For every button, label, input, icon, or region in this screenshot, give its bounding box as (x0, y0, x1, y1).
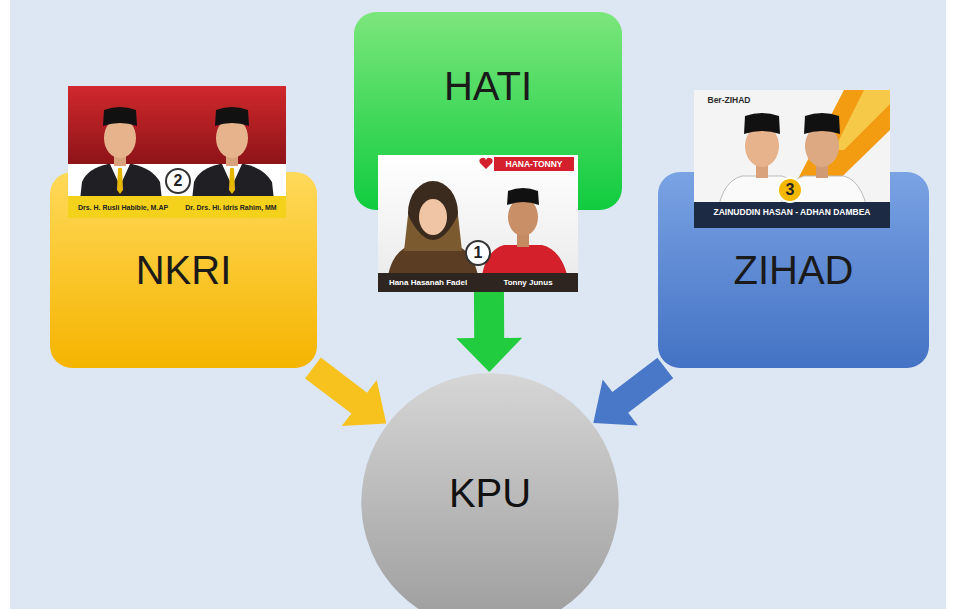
campaign-logo: HANA-TONNY (494, 157, 574, 171)
coalition-box: Ber-ZIHAD3ZAINUDDIN HASAN - ADHAN DAMBEA… (658, 172, 929, 368)
illustration-shape (103, 107, 137, 126)
illustration-shape (507, 188, 539, 205)
illustration-shape (744, 113, 780, 134)
coalition-box: 1HANA-TONNYHana Hasanah FadelTonny Junus… (354, 12, 622, 210)
candidate-photo-frame: 1 HANA-TONNY Hana Hasanah Fadel Tonny Junus (378, 155, 578, 292)
illustration-shape (378, 155, 578, 292)
illustration-shape (68, 86, 286, 164)
candidate-name: Tonny Junus (480, 275, 576, 290)
flow-arrow (593, 358, 673, 426)
candidate-name: ZAINUDDIN HASAN - ADHAN DAMBEA (696, 204, 888, 220)
illustration-shape (694, 202, 890, 228)
candidate-photo-frame: 2Drs. H. Rusli Habibie, M.APDr. Drs. Hi.… (68, 86, 286, 218)
illustration-shape (68, 196, 286, 218)
node-label: HATI (354, 63, 622, 109)
illustration-shape (166, 169, 190, 193)
callout-number: 3 (778, 178, 802, 202)
candidate-name: Hana Hasanah Fadel (380, 275, 476, 290)
candidate-name: Dr. Drs. Hi. Idris Rahim, MM (178, 198, 284, 216)
illustration-shape (834, 90, 890, 150)
coalition-box: 2Drs. H. Rusli Habibie, M.APDr. Drs. Hi.… (50, 172, 317, 368)
node-label: KPU (360, 470, 620, 516)
illustration-shape (466, 241, 490, 265)
candidate-name: Drs. H. Rusli Habibie, M.AP (70, 198, 176, 216)
illustration-shape (117, 168, 123, 194)
illustration-shape (778, 178, 802, 202)
illustration-shape (479, 158, 492, 169)
candidate-photo (68, 86, 286, 218)
illustration-shape (804, 113, 840, 134)
node-label: NKRI (50, 247, 317, 293)
illustration-shape (419, 199, 447, 235)
illustration-shape (229, 168, 235, 194)
election-commission-circle: KPU (360, 372, 620, 609)
illustration-shape (378, 273, 578, 292)
callout-number: 1 (466, 241, 490, 265)
callout-number: 2 (166, 169, 190, 193)
candidate-photo-frame: Ber-ZIHAD 3ZAINUDDIN HASAN - ADHAN DAMBEA (694, 90, 890, 228)
illustration-shape (694, 90, 890, 228)
illustration-shape (215, 107, 249, 126)
campaign-logo: Ber-ZIHAD (697, 93, 761, 107)
candidate-photo (378, 155, 578, 292)
node-label: ZIHAD (658, 247, 929, 293)
illustration-shape (508, 198, 538, 236)
illustration-shape (494, 157, 574, 171)
flow-arrow (305, 358, 386, 427)
illustration-shape (68, 86, 286, 218)
